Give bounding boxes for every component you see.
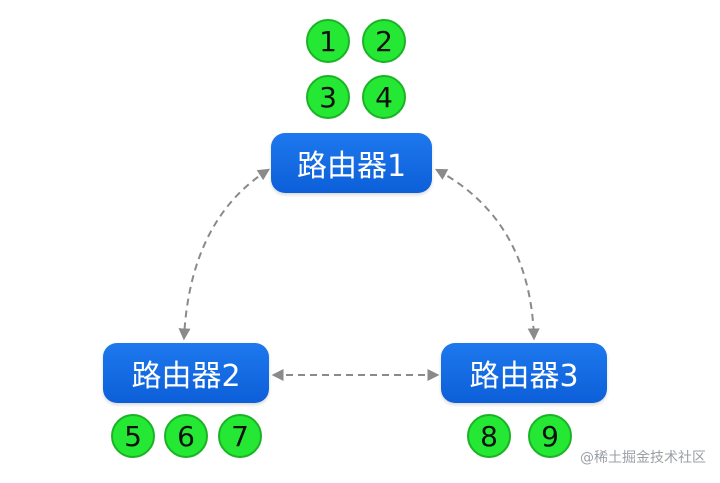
- link-router1-router2: [178, 168, 271, 341]
- node-5: 5: [111, 414, 155, 458]
- node-label: 3: [319, 80, 337, 114]
- router-2: 路由器2: [103, 343, 269, 403]
- node-1: 1: [306, 19, 350, 63]
- router-label: 路由器2: [131, 359, 241, 394]
- node-4: 4: [362, 75, 406, 119]
- router-3: 路由器3: [441, 343, 607, 403]
- node-2: 2: [362, 19, 406, 63]
- router-label: 路由器1: [296, 149, 407, 184]
- node-9: 9: [528, 414, 572, 458]
- node-label: 7: [231, 419, 249, 453]
- router-1: 路由器1: [271, 133, 432, 193]
- router-label: 路由器3: [469, 359, 579, 394]
- node-label: 5: [124, 419, 142, 453]
- watermark: @稀土掘金技术社区: [580, 450, 706, 466]
- node-8: 8: [467, 414, 511, 458]
- node-3: 3: [306, 75, 350, 119]
- link-router1-router3: [434, 168, 540, 341]
- node-label: 8: [480, 419, 498, 453]
- node-label: 2: [375, 24, 393, 58]
- node-6: 6: [164, 414, 208, 458]
- node-7: 7: [218, 414, 262, 458]
- node-label: 6: [177, 419, 195, 453]
- node-label: 4: [375, 80, 393, 114]
- node-label: 1: [319, 24, 337, 58]
- node-label: 9: [541, 419, 559, 453]
